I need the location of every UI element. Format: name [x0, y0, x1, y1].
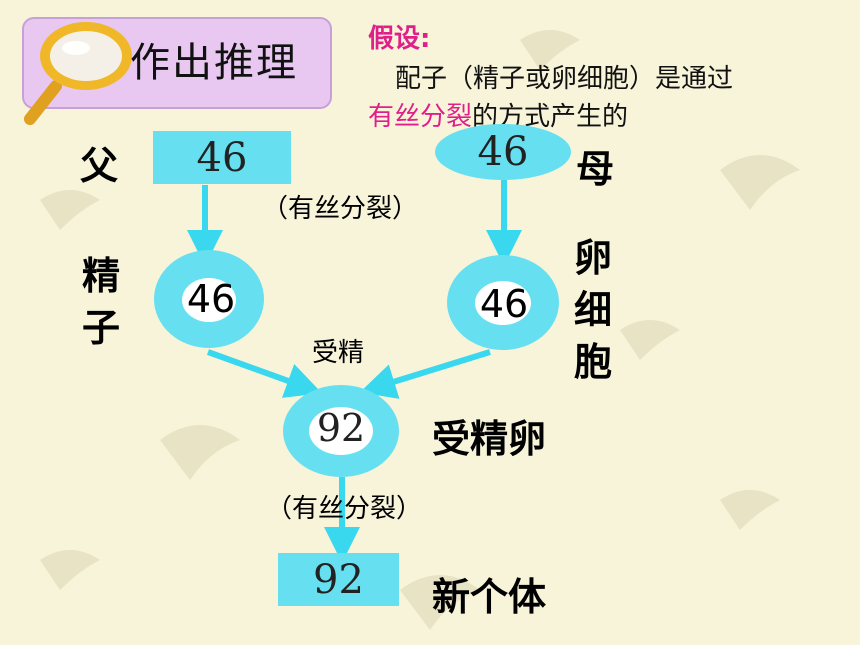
sperm-cell: [154, 250, 264, 348]
zygote-cell: [283, 385, 399, 477]
mitosis-note-top: （有丝分裂）: [262, 194, 419, 224]
arrow-sperm-zygote: [206, 349, 322, 398]
mother-label: 母: [576, 147, 615, 191]
arrow-egg-zygote: [359, 349, 491, 399]
egg-value: 46: [479, 282, 529, 326]
hypothesis-line-2: 有丝分裂的方式产生的: [368, 96, 628, 133]
zygote-nucleus: [309, 407, 373, 455]
father-box: 46: [153, 131, 291, 184]
hypothesis-line-1: 配子（精子或卵细胞）是通过: [395, 64, 734, 94]
magnifier-icon: [24, 22, 132, 125]
egg-nucleus: [475, 281, 531, 325]
offspring-box: 92: [278, 553, 399, 606]
mother-ellipse: 46: [435, 124, 571, 180]
sperm-label: 精子: [82, 254, 121, 350]
zygote-label: 受精卵: [432, 417, 547, 461]
fertilization-label: 受精: [312, 338, 365, 368]
hypothesis-label: 假设:: [368, 24, 431, 54]
egg-cell: [447, 255, 559, 350]
egg-label: 卵细胞: [574, 236, 613, 384]
zygote-value: 92: [316, 406, 366, 450]
offspring-label: 新个体: [432, 575, 547, 619]
sperm-nucleus: [182, 278, 236, 322]
page-title: 作出推理: [130, 40, 298, 86]
father-label: 父: [80, 144, 119, 188]
mitosis-note-bottom: （有丝分裂）: [266, 494, 423, 524]
sperm-value: 46: [186, 277, 236, 321]
hypothesis-highlight: 有丝分裂: [368, 102, 473, 132]
